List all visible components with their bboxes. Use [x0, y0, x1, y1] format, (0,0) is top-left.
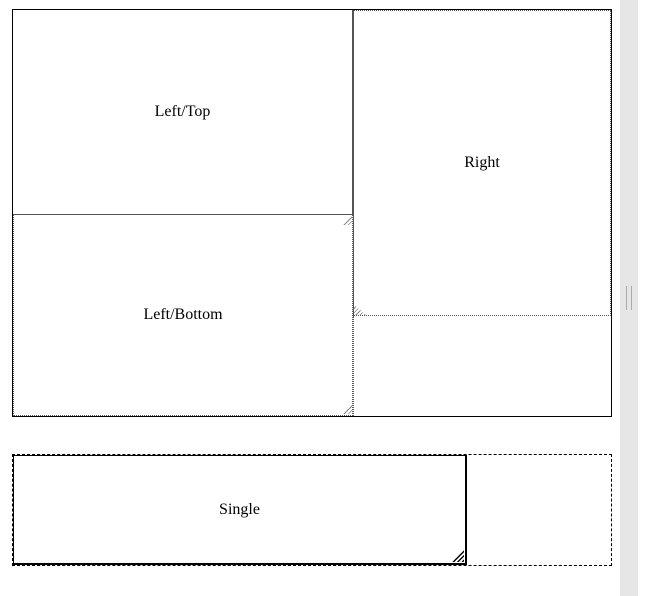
pane-left-bottom: Left/Bottom	[13, 215, 353, 416]
pane-left-top-label: Left/Top	[154, 103, 211, 120]
single-container	[12, 454, 612, 566]
pane-right-empty-area	[353, 316, 611, 416]
scrollbar-grip-icon[interactable]	[626, 286, 632, 310]
pane-left-top: Left/Top	[13, 10, 353, 215]
resize-grip-icon[interactable]	[342, 215, 352, 225]
resize-grip-icon[interactable]	[354, 305, 366, 315]
split-container	[12, 9, 612, 417]
pane-single-label: Single	[219, 500, 260, 518]
resize-grip-icon[interactable]	[342, 404, 352, 414]
pane-right: Right	[353, 10, 611, 316]
pane-single: Single	[13, 455, 467, 565]
pane-left-bottom-label: Left/Bottom	[143, 306, 223, 323]
pane-right-label: Right	[464, 154, 500, 171]
vertical-scrollbar[interactable]	[620, 0, 638, 596]
